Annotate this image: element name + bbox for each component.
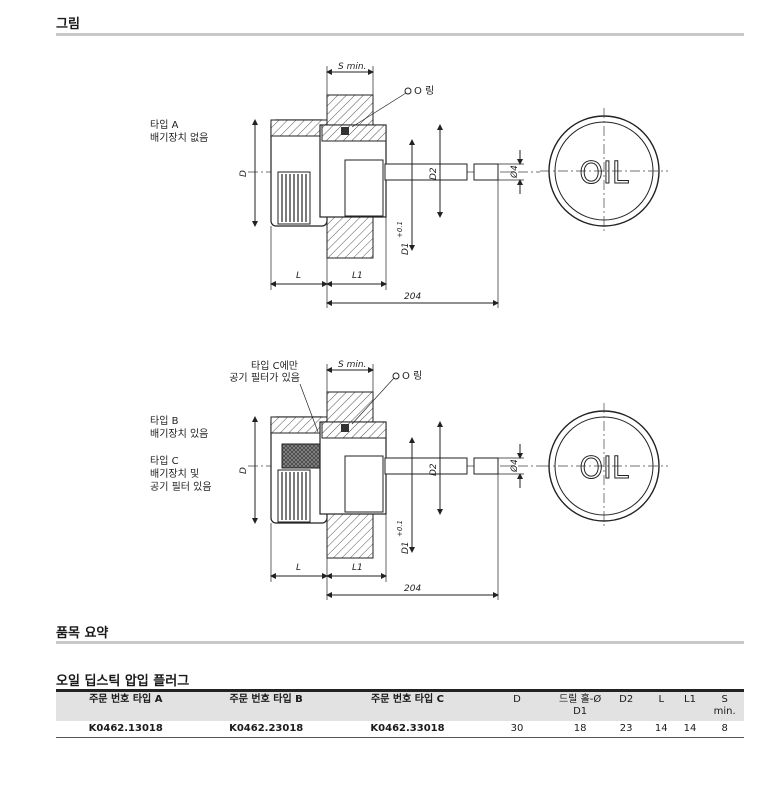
- dim-d-top: D: [239, 170, 249, 177]
- dim-s-min-top: S min.: [338, 62, 366, 72]
- cell-d1: 18: [555, 721, 605, 738]
- section-title-summary: 품목 요약: [56, 626, 109, 641]
- label-type-b: 타입 B: [150, 414, 179, 427]
- cell-type-a: K0462.13018: [56, 721, 196, 738]
- dim-d2-bottom: D2: [429, 463, 439, 476]
- cell-d: 30: [478, 721, 556, 738]
- label-type-b-desc: 배기장치 있음: [150, 428, 208, 440]
- dim-l1-top: L1: [352, 271, 363, 281]
- label-type-c-desc-1: 배기장치 및: [150, 468, 199, 480]
- col-drill-line-1: 드릴 홀-Ø: [558, 694, 602, 705]
- product-title: 오일 딥스틱 압입 플러그: [56, 674, 190, 689]
- technical-drawing: S min. O 링 D D2 D1 +0.1 Ø4 L L1 204 OIL …: [150, 62, 668, 600]
- col-drill-line-2: D1: [573, 706, 588, 717]
- col-d2: D2: [619, 694, 634, 705]
- col-type-b: 주문 번호 타입 B: [229, 694, 303, 705]
- label-type-a: 타입 A: [150, 118, 179, 131]
- col-l1: L1: [684, 694, 696, 705]
- label-type-c: 타입 C: [150, 454, 179, 467]
- dim-d-bottom: D: [239, 467, 249, 474]
- col-s-line-1: S: [721, 694, 728, 705]
- cap-label-top: OIL: [579, 156, 628, 191]
- dim-204-bottom: 204: [404, 584, 421, 594]
- drawing-type-a: S min. O 링 D D2 D1 +0.1 Ø4 L L1 204 OIL: [239, 62, 668, 308]
- dim-d1-tol-top: +0.1: [396, 221, 404, 238]
- cell-l1: 14: [674, 721, 706, 738]
- product-table: 주문 번호 타입 A 주문 번호 타입 B 주문 번호 타입 C D 드릴 홀-…: [56, 689, 744, 738]
- label-filter-note-2: 공기 필터가 있음: [229, 372, 300, 384]
- col-d: D: [513, 694, 521, 705]
- label-o-ring-bottom: O 링: [402, 370, 422, 382]
- dim-l-bottom: L: [296, 563, 301, 573]
- cell-d2: 23: [604, 721, 648, 738]
- col-drill: 드릴 홀-Ø D1: [556, 691, 605, 722]
- cell-type-c: K0462.33018: [336, 721, 479, 738]
- dim-d4-bottom: Ø4: [509, 459, 520, 473]
- col-s-line-2: min.: [713, 706, 736, 717]
- dim-d4-top: Ø4: [509, 165, 520, 179]
- cell-s: 8: [705, 721, 744, 738]
- dim-d2-top: D2: [429, 167, 439, 180]
- cap-label-bottom: OIL: [579, 451, 628, 486]
- col-l: L: [658, 694, 665, 705]
- label-o-ring-top: O 링: [414, 85, 434, 97]
- table-row: K0462.13018 K0462.23018 K0462.33018 30 1…: [56, 721, 744, 738]
- col-s: S min.: [705, 691, 744, 722]
- dim-204-top: 204: [404, 292, 421, 302]
- col-type-c: 주문 번호 타입 C: [371, 694, 444, 705]
- section-divider: [56, 641, 744, 644]
- dim-d1-bottom: D1: [401, 541, 411, 554]
- drawing-type-bc: S min. O 링 D D2 D1 +0.1 Ø4 L L1 204 OIL: [239, 360, 668, 600]
- section-title-figure: 그림: [56, 17, 80, 32]
- col-type-a: 주문 번호 타입 A: [89, 694, 163, 705]
- dim-l-top: L: [296, 271, 301, 281]
- label-filter-note-1: 타입 C에만: [251, 359, 298, 372]
- label-type-a-desc: 배기장치 없음: [150, 131, 208, 144]
- dim-d1-tol-bottom: +0.1: [396, 520, 404, 537]
- dim-s-min-bottom: S min.: [338, 360, 366, 370]
- cell-l: 14: [647, 721, 675, 738]
- table-header-row: 주문 번호 타입 A 주문 번호 타입 B 주문 번호 타입 C D 드릴 홀-…: [56, 690, 744, 722]
- cell-type-b: K0462.23018: [195, 721, 337, 738]
- dim-d1-top: D1: [401, 242, 411, 255]
- section-divider: [56, 33, 744, 36]
- dim-l1-bottom: L1: [352, 563, 363, 573]
- label-type-c-desc-2: 공기 필터 있음: [150, 481, 212, 493]
